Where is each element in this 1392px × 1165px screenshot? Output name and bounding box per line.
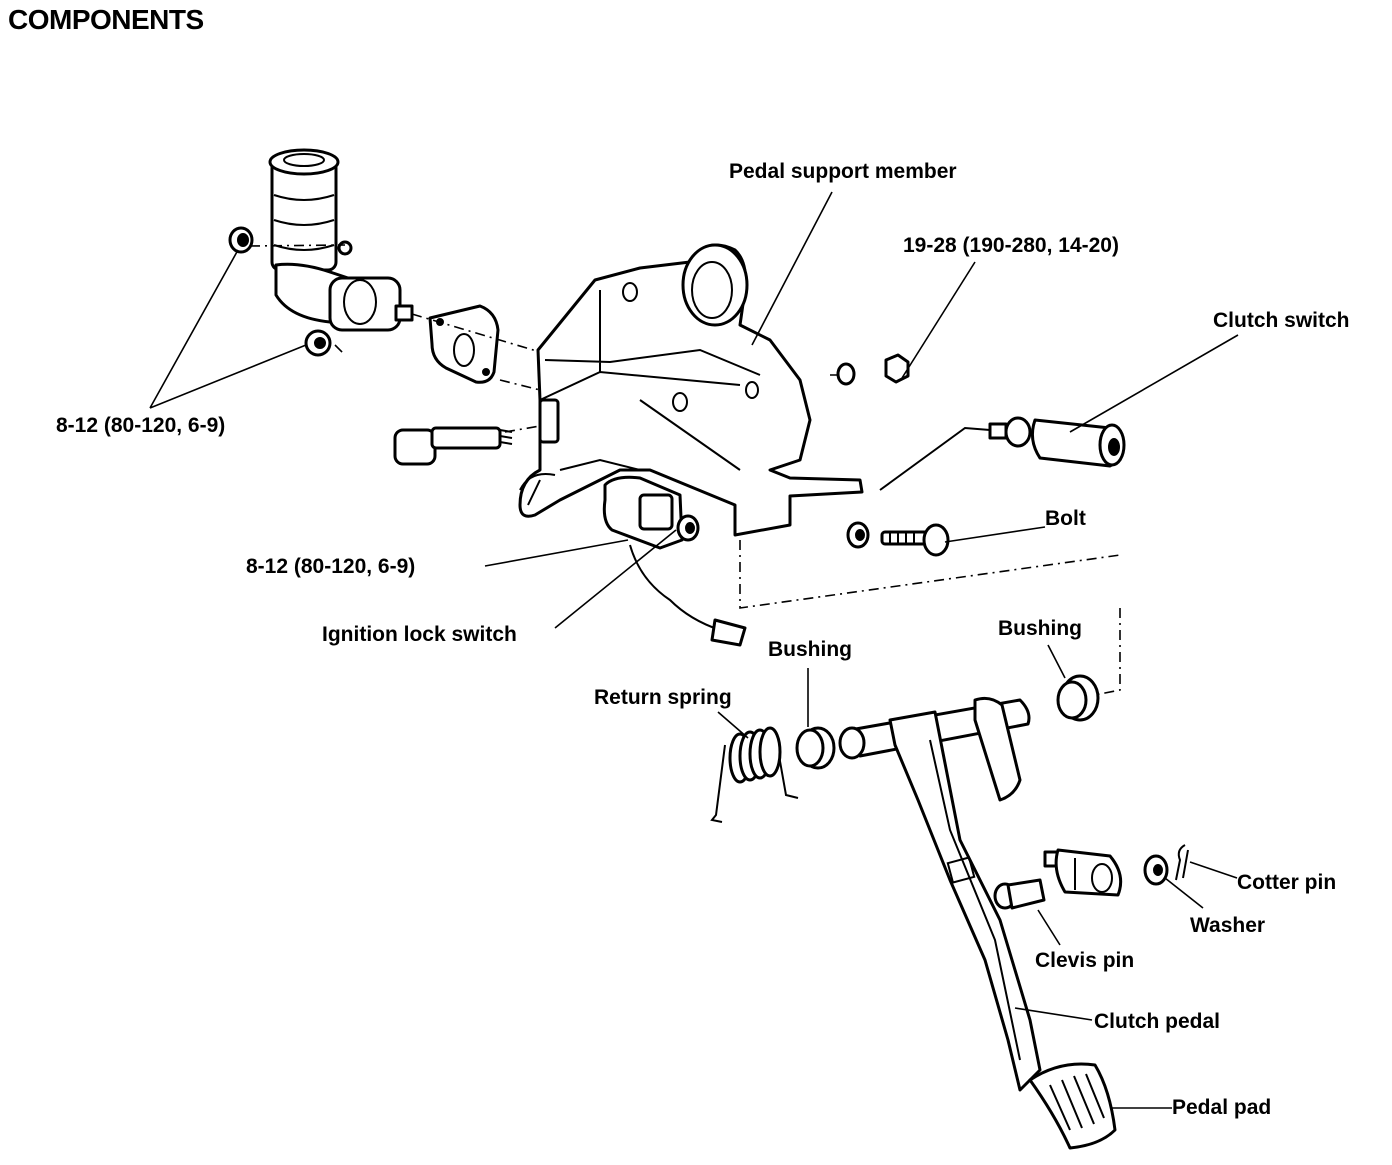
label-return-spring: Return spring: [594, 686, 732, 709]
label-washer: Washer: [1190, 914, 1265, 937]
label-torque-8-12-left: 8-12 (80-120, 6-9): [56, 414, 225, 437]
bushing-right: [1056, 674, 1100, 722]
clevis-pin: [993, 878, 1046, 910]
label-torque-8-12-lower: 8-12 (80-120, 6-9): [246, 555, 415, 578]
label-bushing-right: Bushing: [998, 617, 1082, 640]
nut-upper-left: [228, 226, 254, 254]
label-clutch-pedal: Clutch pedal: [1094, 1010, 1220, 1033]
clutch-pedal: [838, 696, 1042, 1092]
label-ignition-lock-switch: Ignition lock switch: [322, 623, 517, 646]
label-bushing-left: Bushing: [768, 638, 852, 661]
pivot-bolt: [393, 426, 513, 466]
label-clevis-pin: Clevis pin: [1035, 949, 1134, 972]
pedal-pad: [1028, 1062, 1117, 1150]
label-clutch-switch: Clutch switch: [1213, 309, 1350, 332]
label-cotter-pin: Cotter pin: [1237, 871, 1336, 894]
label-bolt: Bolt: [1045, 507, 1086, 530]
washer-upper: [836, 362, 856, 386]
return-spring: [710, 726, 799, 823]
nut-lower-left: [304, 329, 332, 357]
nut-upper-right: [884, 353, 910, 384]
bushing-left: [795, 726, 836, 770]
clevis: [1043, 848, 1123, 897]
label-pedal-pad: Pedal pad: [1172, 1096, 1271, 1119]
label-torque-19-28: 19-28 (190-280, 14-20): [903, 234, 1119, 257]
gasket: [428, 304, 500, 384]
washer-lower: [846, 521, 870, 549]
master-cylinder: [268, 148, 414, 332]
washer-small: [1143, 854, 1169, 886]
clutch-switch: [879, 416, 1126, 491]
label-pedal-support-member: Pedal support member: [729, 160, 957, 183]
page-title: COMPONENTS: [8, 4, 204, 35]
pedal-support-member: [518, 243, 864, 537]
ignition-lock-switch: [602, 475, 747, 647]
cotter-pin: [1175, 844, 1189, 881]
bolt: [880, 523, 950, 557]
